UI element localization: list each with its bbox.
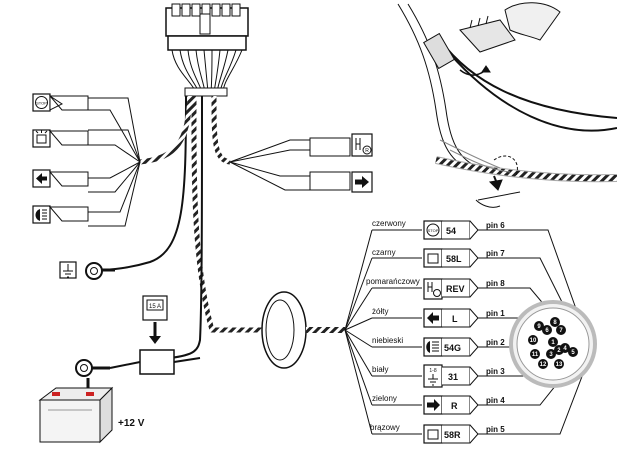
wire-color-label: biały bbox=[372, 365, 388, 374]
socket-pin bbox=[534, 321, 544, 331]
circuit-code: REV bbox=[446, 284, 465, 294]
socket-pin bbox=[556, 325, 566, 335]
fuse: 15 A bbox=[109, 295, 201, 375]
connector-row: zielony R pin 4 bbox=[372, 369, 569, 415]
pin-assignment-table: czerwony STOP 54 pin 6 czarny 58L pin 7 … bbox=[366, 219, 587, 444]
socket-pin-number: 12 bbox=[540, 362, 547, 368]
socket-pin bbox=[528, 335, 538, 345]
wire-color-label: zielony bbox=[372, 394, 397, 403]
socket-pin-number: 2 bbox=[557, 348, 561, 354]
main-connector bbox=[165, 3, 249, 51]
socket-pin-number: 1 bbox=[551, 340, 555, 346]
connector-row: żółty L pin 1 bbox=[372, 307, 548, 328]
socket-pin-number: 7 bbox=[559, 328, 563, 334]
connector-row: czarny 58L pin 7 bbox=[372, 248, 573, 323]
circuit-code: 58R bbox=[444, 430, 461, 440]
connector-row: czerwony STOP 54 pin 6 bbox=[372, 219, 581, 321]
socket-pin bbox=[546, 349, 556, 359]
circuit-code: 58L bbox=[446, 254, 462, 264]
pin-label: pin 4 bbox=[486, 396, 505, 405]
wire-color-label: żółty bbox=[372, 307, 388, 316]
left-lamp-group: STOP bbox=[32, 93, 89, 224]
pin-label: pin 7 bbox=[486, 249, 505, 258]
arrow-left-icon bbox=[32, 169, 89, 188]
circuit-code: 54G bbox=[444, 343, 461, 353]
socket-pin-number: 10 bbox=[530, 338, 537, 344]
pin-label: pin 8 bbox=[486, 279, 505, 288]
connector-row: biały 1-8 31 pin 3 bbox=[372, 361, 549, 388]
circuit-code: L bbox=[452, 314, 458, 324]
fog-light-icon bbox=[32, 205, 89, 224]
socket-pin bbox=[568, 347, 578, 357]
circuit-code: R bbox=[451, 401, 458, 411]
connector-row: brązowy 58R pin 5 bbox=[370, 365, 587, 444]
wire-color-label: czerwony bbox=[372, 219, 406, 228]
ground-terminal bbox=[59, 261, 115, 280]
socket-pin bbox=[548, 337, 558, 347]
socket-pin-number: 6 bbox=[545, 328, 549, 334]
pin-label: pin 1 bbox=[486, 309, 505, 318]
pin-label: pin 3 bbox=[486, 367, 505, 376]
pin-label: pin 5 bbox=[486, 425, 505, 434]
installation-illustration bbox=[397, 2, 617, 208]
socket-pin bbox=[554, 359, 564, 369]
svg-text:STOP: STOP bbox=[36, 101, 47, 106]
socket-pin-number: 13 bbox=[556, 362, 563, 368]
battery: +12 V bbox=[38, 359, 145, 444]
socket-pin-number: 11 bbox=[532, 352, 539, 358]
stop-icon: STOP bbox=[32, 93, 89, 112]
socket-pin-number: 3 bbox=[549, 352, 553, 358]
trailer-plug bbox=[261, 291, 345, 369]
socket-pin-number: 5 bbox=[571, 350, 575, 356]
pin-label: pin 2 bbox=[486, 338, 505, 347]
parking-light-icon bbox=[32, 129, 89, 148]
socket-pin bbox=[542, 325, 552, 335]
circuit-code: 31 bbox=[448, 372, 458, 382]
circuit-code: 54 bbox=[446, 226, 456, 236]
wire-color-label: czarny bbox=[372, 248, 396, 257]
svg-text:R: R bbox=[365, 148, 369, 154]
socket-pin bbox=[550, 317, 560, 327]
reverse-gear-icon: R bbox=[309, 133, 373, 157]
upper-right-lamp-group: R bbox=[309, 133, 373, 193]
svg-text:STOP: STOP bbox=[428, 228, 439, 233]
socket-pin bbox=[530, 349, 540, 359]
socket-pin bbox=[560, 343, 570, 353]
wire-color-label: brązowy bbox=[370, 423, 400, 432]
battery-label: +12 V bbox=[118, 418, 145, 429]
wire-color-label: niebieski bbox=[372, 336, 403, 345]
socket-pin-number: 4 bbox=[563, 346, 567, 352]
ground-icon-text: 1-8 bbox=[429, 368, 436, 374]
pin-label: pin 6 bbox=[486, 221, 505, 230]
socket-pin-number: 8 bbox=[553, 320, 557, 326]
socket-pin bbox=[538, 359, 548, 369]
fuse-label: 15 A bbox=[149, 304, 161, 310]
arrow-right-icon bbox=[309, 171, 373, 193]
wire-color-label: pomarańczowy bbox=[366, 277, 420, 286]
socket-pin-number: 9 bbox=[537, 324, 541, 330]
